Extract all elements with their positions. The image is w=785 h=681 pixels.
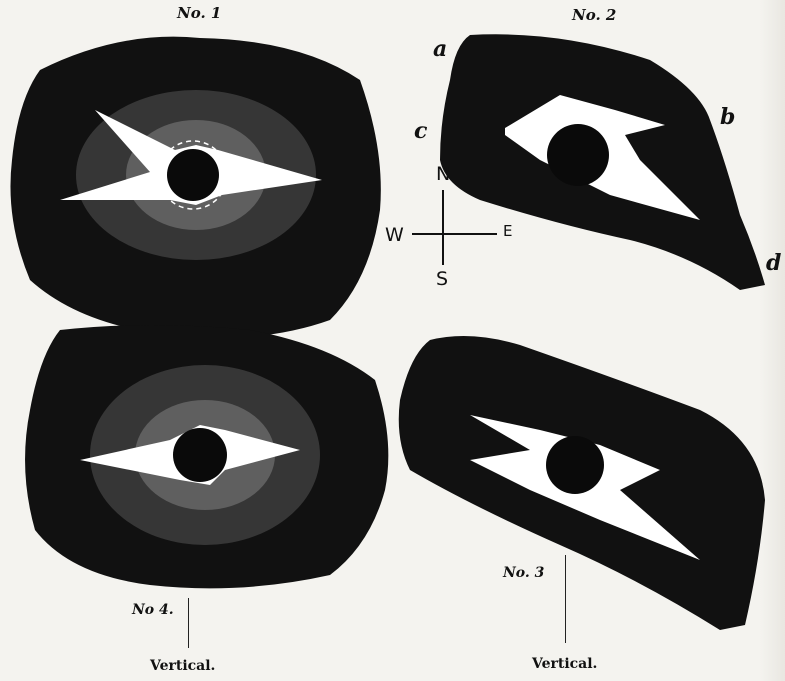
compass-north-label: N [436, 163, 450, 185]
vertical-caption-left: Vertical. [150, 658, 215, 674]
marker-d: d [766, 250, 781, 276]
compass-south-label: S [436, 268, 448, 290]
figure-label-no2: No. 2 [572, 6, 616, 24]
eclipse-figure-1 [10, 37, 380, 338]
moon-disk-4 [173, 428, 227, 482]
vertical-reference-line-right [565, 555, 566, 643]
vertical-reference-line-left [188, 598, 189, 648]
eclipse-figure-4 [25, 325, 388, 588]
eclipse-figure-3 [399, 336, 765, 630]
moon-disk-3 [546, 436, 604, 494]
compass-east-label: E [503, 222, 512, 240]
marker-c: c [414, 118, 427, 144]
figure-label-no3: No. 3 [503, 565, 544, 581]
figure-label-no4: No 4. [132, 602, 174, 618]
vertical-caption-right: Vertical. [532, 656, 597, 672]
moon-disk-1 [167, 149, 219, 201]
marker-b: b [720, 104, 735, 130]
eclipse-figure-2 [440, 34, 765, 290]
moon-disk-2 [547, 124, 609, 186]
figure-label-no1: No. 1 [177, 4, 221, 22]
compass-west-label: W [385, 224, 404, 246]
marker-a: a [433, 36, 447, 62]
